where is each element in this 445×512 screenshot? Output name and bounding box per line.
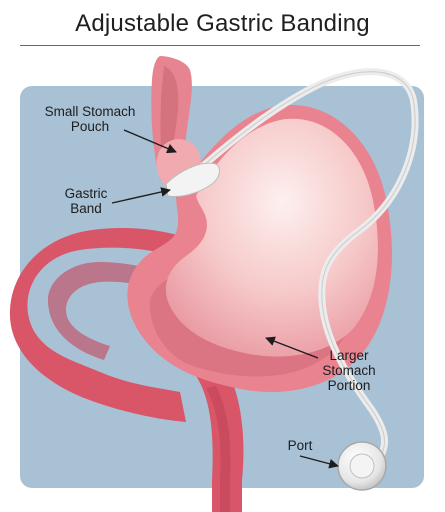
label-gastric-band: Gastric Band <box>50 186 122 216</box>
label-line: Portion <box>304 378 394 393</box>
label-small-stomach-pouch: Small Stomach Pouch <box>20 104 160 134</box>
label-larger-stomach-portion: Larger Stomach Portion <box>304 348 394 393</box>
label-line: Larger <box>304 348 394 363</box>
label-line: Pouch <box>20 119 160 134</box>
label-port: Port <box>270 438 330 453</box>
label-line: Stomach <box>304 363 394 378</box>
label-line: Small Stomach <box>20 104 160 119</box>
label-line: Gastric <box>50 186 122 201</box>
label-line: Band <box>50 201 122 216</box>
